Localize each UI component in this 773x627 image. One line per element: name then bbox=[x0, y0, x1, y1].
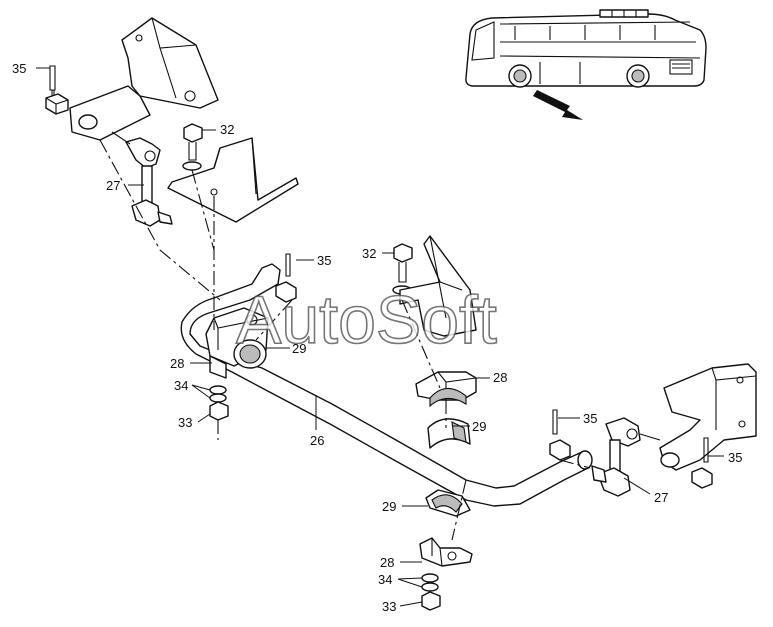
bearing-bracket-28-middle bbox=[415, 371, 477, 408]
link-rod-27-upper bbox=[111, 131, 173, 227]
stabilizer-bar-26 bbox=[180, 263, 593, 507]
leader-lines bbox=[36, 67, 724, 607]
callout-32-centre: 32 bbox=[362, 246, 376, 261]
callout-28-middle: 28 bbox=[493, 370, 507, 385]
rubber-bush-29-middle bbox=[427, 418, 471, 449]
callout-labels: 35 32 27 35 32 28 29 34 33 26 28 29 35 3… bbox=[12, 61, 742, 614]
castle-nut-far-right bbox=[691, 467, 713, 489]
split-pin-35-top-left bbox=[49, 65, 56, 96]
bearing-bracket-28-left bbox=[205, 307, 269, 379]
callout-34-left: 34 bbox=[174, 378, 188, 393]
nut-33-left bbox=[209, 401, 229, 421]
callout-33-left: 33 bbox=[178, 415, 192, 430]
split-pin-35-right bbox=[552, 409, 558, 435]
bearing-bracket-28-lower bbox=[419, 537, 473, 567]
centre-lines bbox=[99, 139, 591, 541]
callout-32-upper: 32 bbox=[220, 122, 234, 137]
castle-nut-right bbox=[549, 439, 571, 461]
washers-34-left bbox=[209, 385, 227, 403]
callout-34-lower: 34 bbox=[378, 572, 392, 587]
castle-nut-centre bbox=[275, 281, 297, 303]
link-rod-27-lower bbox=[591, 417, 661, 497]
split-pin-35-far-right bbox=[703, 437, 709, 463]
callout-29-middle: 29 bbox=[472, 419, 486, 434]
bearing-bracket-plate-centre bbox=[399, 235, 477, 337]
right-frame-bracket bbox=[659, 363, 757, 471]
callout-35-right: 35 bbox=[583, 411, 597, 426]
callout-35-centre: 35 bbox=[317, 253, 331, 268]
location-arrow-icon bbox=[533, 90, 583, 120]
callout-28-left: 28 bbox=[170, 356, 184, 371]
callout-35-top-left: 35 bbox=[12, 61, 26, 76]
split-pin-35-centre bbox=[285, 253, 291, 277]
callout-27-upper: 27 bbox=[106, 178, 120, 193]
watermark-text: AutoSoft bbox=[236, 282, 497, 358]
nut-33-lower bbox=[421, 591, 441, 611]
bolt-32-upper bbox=[182, 123, 203, 171]
callout-35-far-right: 35 bbox=[728, 450, 742, 465]
callout-33-lower: 33 bbox=[382, 599, 396, 614]
callout-29-left: 29 bbox=[292, 341, 306, 356]
washers-34-lower bbox=[421, 573, 439, 592]
callout-29-lower: 29 bbox=[382, 499, 396, 514]
callout-27-lower: 27 bbox=[654, 490, 668, 505]
left-frame-bracket bbox=[69, 17, 219, 141]
bearing-bracket-plate-upper bbox=[167, 137, 299, 223]
castle-nut-top-left bbox=[45, 93, 69, 115]
bus-location-view bbox=[465, 9, 707, 120]
callout-28-lower: 28 bbox=[380, 555, 394, 570]
callout-26: 26 bbox=[310, 433, 324, 448]
